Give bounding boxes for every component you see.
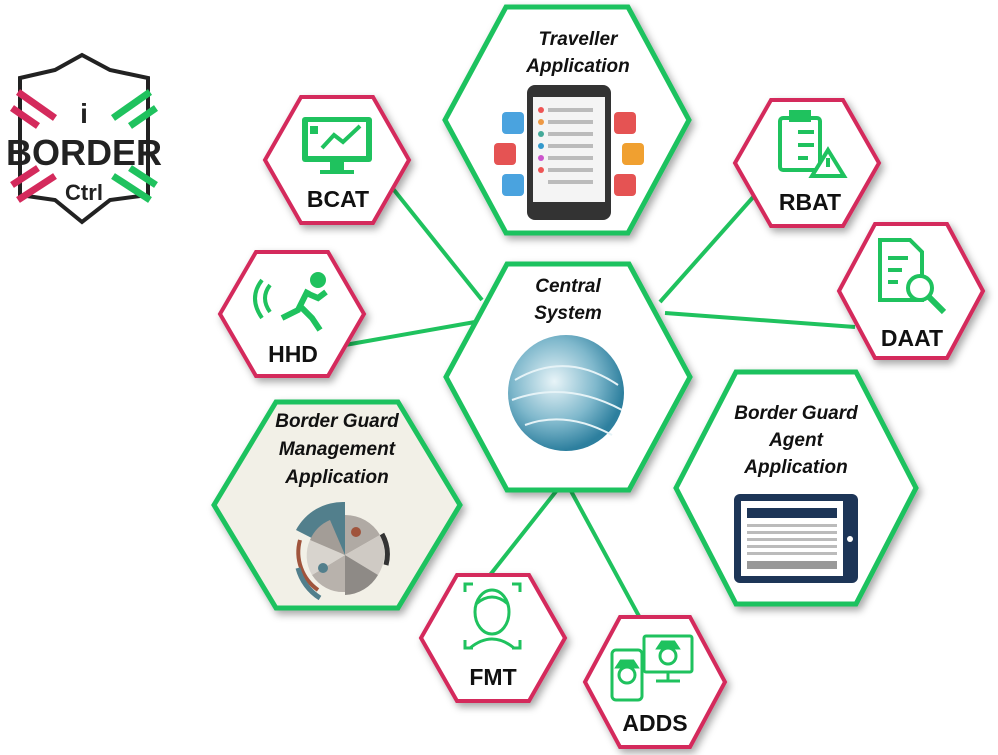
logo-i: i [80,98,88,129]
iborderctrl-logo: i BORDER Ctrl [6,52,162,225]
connector-daat [664,311,856,329]
bcat-label: BCAT [307,186,369,212]
node-bcat[interactable]: BCAT [262,95,412,225]
node-adds[interactable]: ADDS [582,615,728,749]
radial-chart-icon [295,501,390,601]
bga-title-2: Agent [768,430,824,451]
connector-hhd [344,320,476,347]
connector-rbat [658,193,757,304]
bgm-title-3: Application [284,467,388,488]
globe-icon [508,335,624,451]
connector-fmt [488,478,567,577]
node-border-guard-agent-application[interactable]: Border Guard Agent Application [673,369,919,607]
adds-label: ADDS [622,710,687,736]
node-fmt[interactable]: FMT [418,573,568,703]
hhd-label: HHD [268,341,318,367]
document-search-icon [878,238,947,315]
border-officer-devices-icon [610,634,694,702]
logo-ctrl: Ctrl [65,180,103,205]
node-rbat[interactable]: RBAT [732,98,882,228]
central-title-2: System [534,303,602,324]
bga-title-3: Application [743,457,847,478]
face-recognition-icon [463,582,522,650]
daat-label: DAAT [881,325,943,351]
checklist-warning-icon [778,110,848,178]
logo-border: BORDER [6,132,162,173]
traveller-title-1: Traveller [539,29,619,50]
node-border-guard-management-application[interactable]: Border Guard Management Application [211,399,463,611]
connector-adds [563,479,642,619]
monitor-chart-icon [302,117,372,174]
running-person-signal-icon [253,272,328,332]
bga-title-1: Border Guard [734,403,858,424]
tablet-icon [734,494,858,583]
central-title-1: Central [535,276,601,297]
node-hhd[interactable]: HHD [217,250,367,378]
bgm-title-2: Management [279,439,396,460]
traveller-title-2: Application [525,56,629,77]
connectors [344,183,856,619]
node-central-system[interactable]: Central System [443,261,693,493]
rbat-label: RBAT [779,189,841,215]
connector-bcat [388,183,484,302]
bgm-title-1: Border Guard [275,411,399,432]
smartphone-icon [494,85,644,220]
fmt-label: FMT [469,664,516,690]
node-daat[interactable]: DAAT [836,222,986,360]
node-traveller-application[interactable]: Traveller Application [442,4,692,236]
